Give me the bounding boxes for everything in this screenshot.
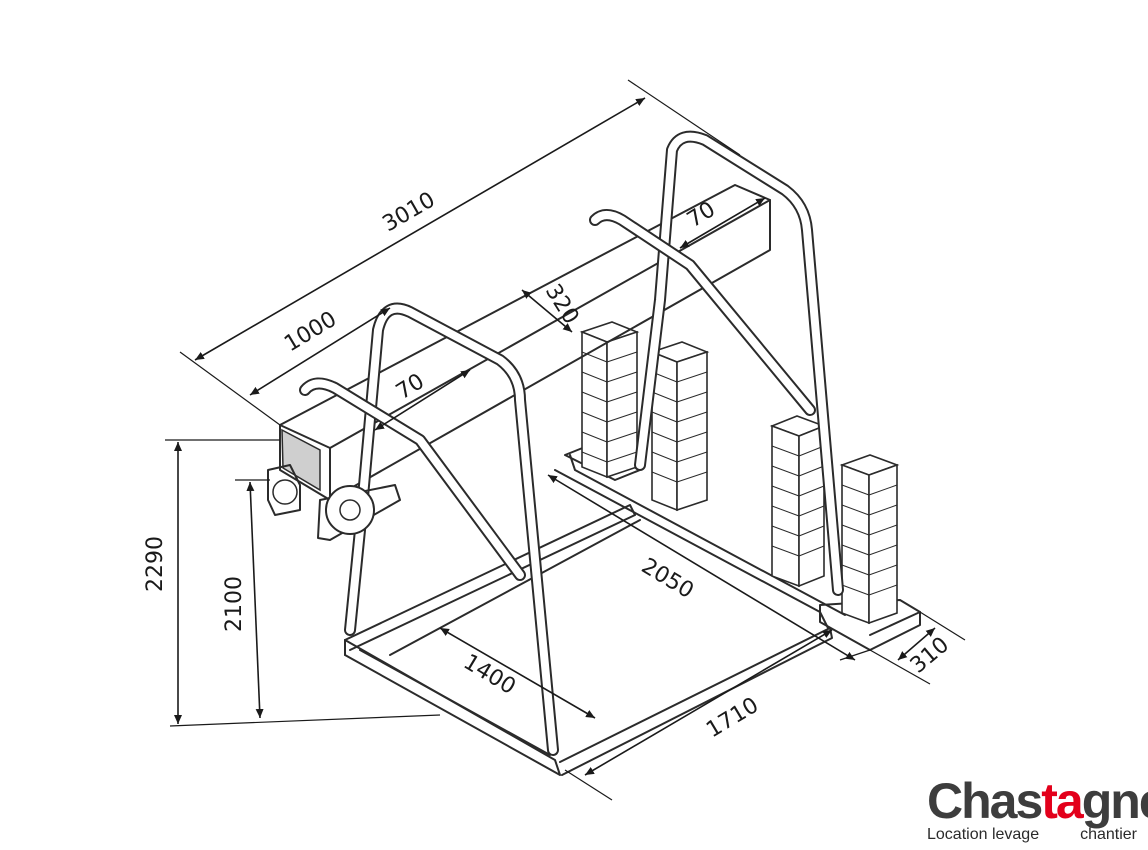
counterweight-stack-4 — [839, 454, 900, 625]
company-logo: Chastagner Location levage chantier — [927, 773, 1148, 846]
dim-inner-depth: 2050 — [637, 554, 698, 604]
logo-word-end: gner — [1081, 773, 1148, 829]
dim-hook-height: 2100 — [222, 576, 247, 632]
logo-tagline-right: chantier — [1080, 826, 1137, 843]
dim-total-height: 2290 — [143, 536, 168, 592]
logo-word-accent: ta — [1041, 773, 1083, 829]
counterweight-stack-2 — [649, 341, 710, 512]
dim-pad-width: 310 — [906, 632, 954, 678]
logo-word-start: Chas — [927, 773, 1043, 829]
logo-tagline-left: Location levage — [927, 826, 1040, 843]
counterweight-stack-1 — [579, 321, 640, 479]
dim-segment-length: 1000 — [280, 307, 341, 357]
logo-tagline: Location levage chantier — [927, 826, 1137, 844]
dim-overall-length: 3010 — [379, 188, 440, 238]
dim-beam-width: 320 — [540, 280, 583, 329]
dimension-lines — [165, 79, 966, 801]
counterweight-stack-3 — [769, 415, 827, 588]
logo-wordmark: Chastagner — [927, 773, 1148, 829]
hoist-pulley — [267, 464, 401, 541]
